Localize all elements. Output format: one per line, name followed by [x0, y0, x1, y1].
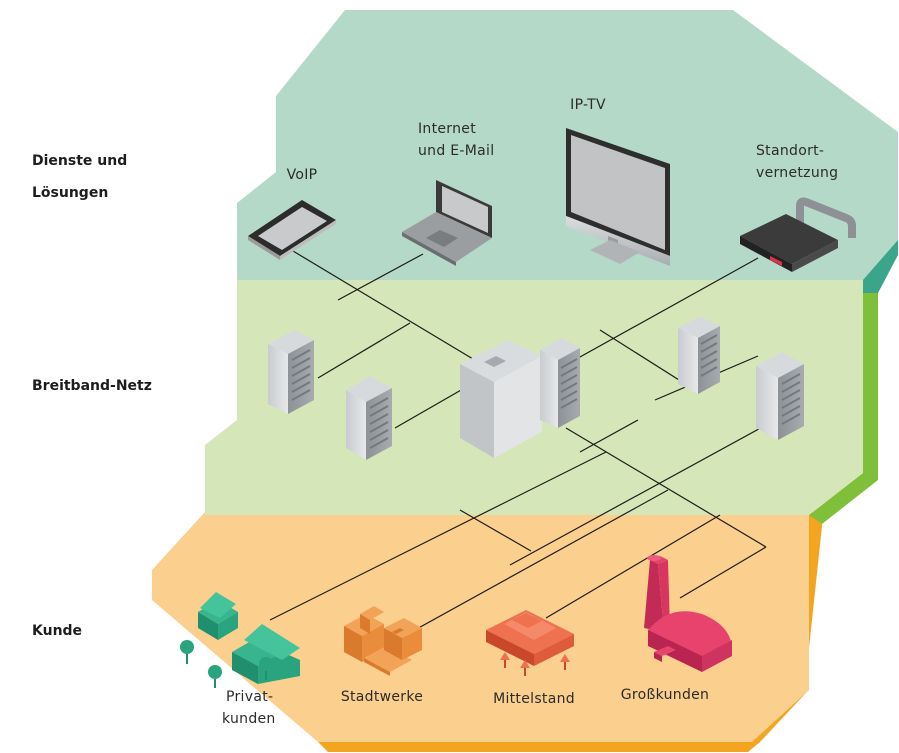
- label-private-customers: Privat- kunden: [212, 686, 292, 730]
- utility-buildings-icon: [344, 606, 422, 676]
- network-band-edge: [809, 280, 878, 524]
- label-iptv-text: IP-TV: [570, 97, 606, 113]
- tablet-icon: [248, 200, 336, 260]
- data-center-icon: [460, 338, 580, 458]
- layer-label-customer: Kunde: [32, 623, 83, 639]
- server-rack-4: [756, 352, 804, 440]
- layer-label-services: Dienste und Lösungen: [32, 145, 127, 209]
- label-site-line2: vernetzung: [756, 165, 839, 181]
- layer-label-services-line2: Lösungen: [32, 185, 109, 201]
- label-internet-line1: Internet: [418, 121, 476, 137]
- label-private-line2: kunden: [222, 711, 276, 727]
- office-buildings-icon: [486, 610, 574, 676]
- label-site-networking: Standort- vernetzung: [746, 140, 858, 184]
- label-private-line1: Privat-: [226, 689, 274, 705]
- label-internet: Internet und E-Mail: [410, 118, 510, 162]
- laptop-icon: [402, 180, 492, 266]
- label-internet-line2: und E-Mail: [418, 143, 495, 159]
- label-voip: VoIP: [272, 164, 332, 186]
- layer-label-services-line1: Dienste und: [32, 153, 128, 169]
- router-icon: [740, 197, 856, 272]
- server-rack-3: [678, 316, 720, 394]
- layer-label-network: Breitband-Netz: [32, 378, 152, 394]
- label-utilities: Stadtwerke: [340, 689, 424, 705]
- tv-icon: [566, 128, 670, 266]
- server-rack-1: [268, 330, 314, 414]
- label-voip-text: VoIP: [286, 167, 318, 183]
- server-rack-2: [346, 376, 392, 460]
- label-site-line1: Standort-: [756, 143, 825, 159]
- label-large-customers: Großkunden: [620, 687, 710, 703]
- houses-icon: [180, 592, 300, 688]
- customer-band: [152, 512, 809, 742]
- label-sme: Mittelstand: [493, 691, 575, 707]
- factory-icon: [644, 555, 732, 672]
- label-iptv: IP-TV: [558, 94, 618, 116]
- services-band-edge: [863, 238, 898, 293]
